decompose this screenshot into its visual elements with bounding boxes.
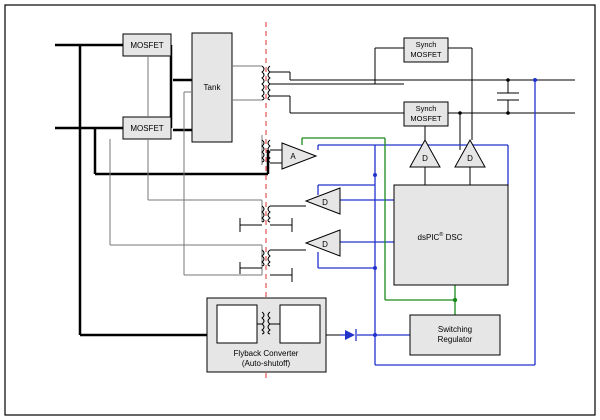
synch-mosfet-top-label-1: Synch [416,40,437,49]
dspic-dsc-label: dsPIC® DSC [418,231,463,242]
flyback-label-2: (Auto-shutoff) [242,359,291,368]
secondary-rails [270,47,575,150]
switching-regulator-label-1: Switching [438,325,472,334]
junction-dot [533,78,537,82]
tank-label: Tank [204,83,222,92]
control-wires [317,80,536,366]
mosfet-bottom-label: MOSFET [130,124,163,133]
gate-drive-transformer-2 [261,249,271,267]
switching-regulator-label-2: Regulator [438,335,473,344]
dsc-registered-mark: ® [439,231,443,238]
feedback-wires [301,137,456,315]
dsc-suffix: DSC [443,233,462,242]
driver-out-2-label: D [467,154,473,163]
gate-drive-transformer-1 [261,205,271,223]
junction-dot [458,111,462,115]
mosfet-top-label: MOSFET [130,41,163,50]
current-sense-transformer [261,139,271,163]
diagram-frame [4,4,596,416]
synch-mosfet-bottom-block [403,101,449,127]
flyback-label-1: Flyback Converter [234,349,299,358]
flyback-secondary-box [279,304,321,344]
amp-a-triangle [281,142,318,170]
dsc-name: dsPIC [418,233,440,242]
switching-regulator-block [409,314,501,356]
flyback-primary-box [216,304,258,344]
signal-wires [109,56,263,276]
junction-dot [452,297,458,303]
driver-in-1-triangle [304,187,341,215]
synch-mosfet-bottom-label-1: Synch [416,104,437,113]
synch-mosfet-top-label-2: MOSFET [410,50,442,59]
synch-mosfet-bottom-label-2: MOSFET [410,114,442,123]
flyback-transformer [257,311,280,335]
mosfet-top-block [122,33,172,57]
driver-out-1-label: D [422,154,428,163]
mosfet-bottom-block [122,116,172,140]
ground-symbols [239,218,293,282]
driver-in-2-label: D [322,240,328,249]
diode-icon [345,329,357,341]
driver-in-2-triangle [304,229,341,257]
dspic-dsc-block [393,184,509,286]
synch-mosfet-top-block [403,37,449,63]
junction-dot [373,173,377,177]
primary-power-wires [55,43,270,337]
junction-dot [506,111,510,115]
amp-a-label: A [290,152,296,161]
tank-block [191,32,233,143]
driver-in-1-label: D [322,198,328,207]
junction-dot [373,333,377,337]
junction-dot [373,266,377,270]
junction-dot [506,78,510,82]
